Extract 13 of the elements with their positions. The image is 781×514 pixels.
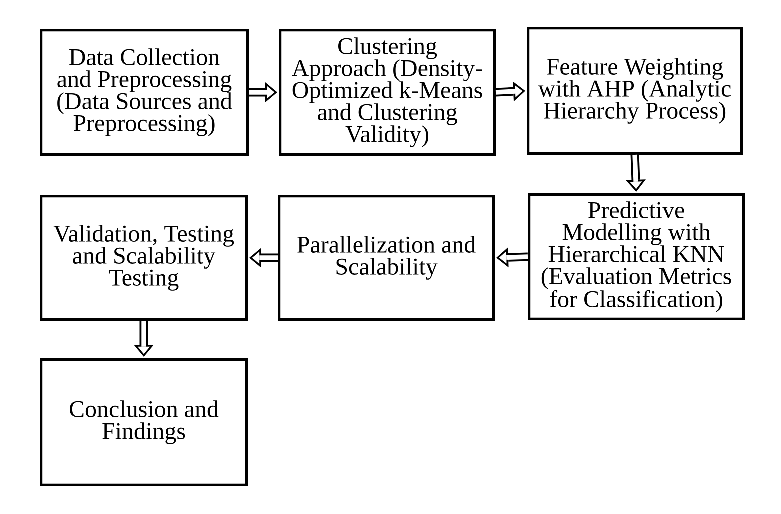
process-box: Parallelization and Scalability — [278, 195, 495, 321]
arrow — [496, 82, 526, 102]
arrow — [249, 82, 278, 102]
process-box: Predictive Modelling with Hierarchical KNN (Evaluation Metrics for Classification) — [528, 194, 745, 320]
arrow — [496, 248, 528, 268]
arrow — [250, 248, 278, 268]
process-box: Data Collection and Preprocessing (Data Sources and Preprocessing) — [40, 29, 249, 156]
process-box: Feature Weighting with AHP (Analytic Hierarchy Process) — [527, 27, 743, 155]
process-box: Clustering Approach (Density-Optimized k-Means and Clustering Validity) — [279, 29, 496, 156]
arrow — [134, 321, 154, 357]
process-box: Conclusion and Findings — [40, 358, 248, 486]
process-box: Validation, Testing and Scalability Testing — [40, 195, 248, 321]
arrow — [626, 154, 646, 192]
